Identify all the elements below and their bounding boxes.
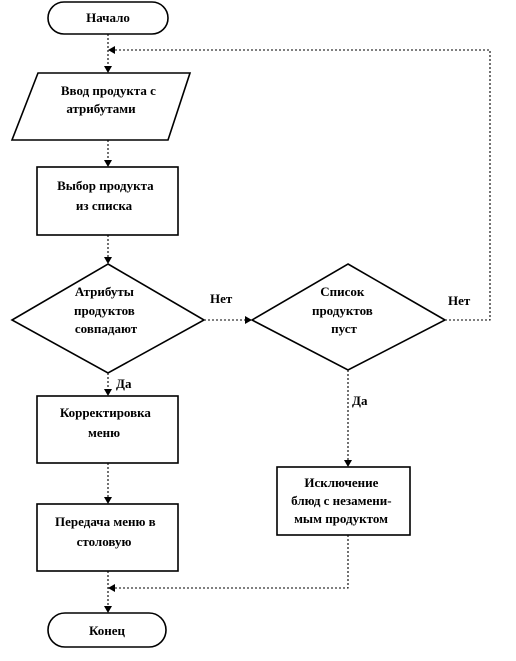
attrs-no-label: Нет: [210, 291, 233, 306]
transfer-menu-line2: столовую: [77, 534, 132, 549]
connector-loop-arrow: [108, 46, 115, 54]
list-empty-line2: продуктов: [312, 303, 373, 318]
list-empty-decision: [250, 263, 447, 371]
attrs-match-line2: продуктов: [74, 303, 135, 318]
connector-list-yes-arrow: [344, 460, 352, 467]
list-yes-label: Да: [352, 393, 368, 408]
select-label: Выбор продукта из списка: [57, 178, 157, 213]
connector-select-to-attrs-arrow: [104, 257, 112, 264]
connector-transfer-to-end-arrow: [104, 606, 112, 613]
connector-start-to-input-arrow: [104, 66, 112, 73]
list-empty-label: Список продуктов пуст: [312, 284, 376, 336]
exclude-dishes-line2: блюд с незамени-: [291, 493, 391, 508]
attrs-match-line1: Атрибуты: [75, 284, 134, 299]
select-label-line1: Выбор продукта: [57, 178, 154, 193]
input-parallelogram: [10, 72, 192, 141]
correct-menu-process: [36, 395, 179, 464]
connector-list-no-loop: [115, 49, 491, 321]
transfer-menu-process: [36, 503, 179, 572]
attrs-yes-label: Да: [116, 376, 132, 391]
input-label-line1: Ввод продукта с: [61, 83, 156, 98]
attrs-match-label: Атрибуты продуктов совпадают: [74, 284, 138, 336]
select-process: [36, 166, 179, 236]
input-label: Ввод продукта с атрибутами: [61, 83, 159, 116]
connector-exclude-to-end-arrow: [108, 584, 115, 592]
transfer-menu-line1: Передача меню в: [55, 514, 156, 529]
exclude-dishes-process: [276, 466, 411, 536]
exclude-dishes-label: Исключение блюд с незамени- мым продукто…: [291, 475, 395, 526]
connector-exclude-to-end: [115, 535, 349, 589]
correct-menu-label: Корректировка меню: [60, 405, 154, 440]
list-empty-line1: Список: [320, 284, 365, 299]
connector-input-to-select-arrow: [104, 160, 112, 167]
start-label: Начало: [86, 10, 130, 25]
input-label-line2: атрибутами: [66, 101, 136, 116]
connector-attrs-yes-arrow: [104, 389, 112, 396]
correct-menu-line1: Корректировка: [60, 405, 152, 420]
list-no-label: Нет: [448, 293, 471, 308]
exclude-dishes-line3: мым продуктом: [294, 511, 388, 526]
connectors: [104, 34, 491, 613]
connector-attrs-no-arrow: [245, 316, 252, 324]
exclude-dishes-line1: Исключение: [304, 475, 378, 490]
attrs-match-decision: [10, 263, 206, 374]
end-terminator: [47, 612, 167, 648]
connector-correct-to-transfer-arrow: [104, 497, 112, 504]
list-empty-line3: пуст: [331, 321, 357, 336]
start-terminator: [47, 1, 169, 35]
transfer-menu-label: Передача меню в столовую: [55, 514, 159, 549]
attrs-match-line3: совпадают: [75, 321, 138, 336]
select-label-line2: из списка: [76, 198, 133, 213]
end-label: Конец: [89, 623, 126, 638]
correct-menu-line2: меню: [88, 425, 120, 440]
